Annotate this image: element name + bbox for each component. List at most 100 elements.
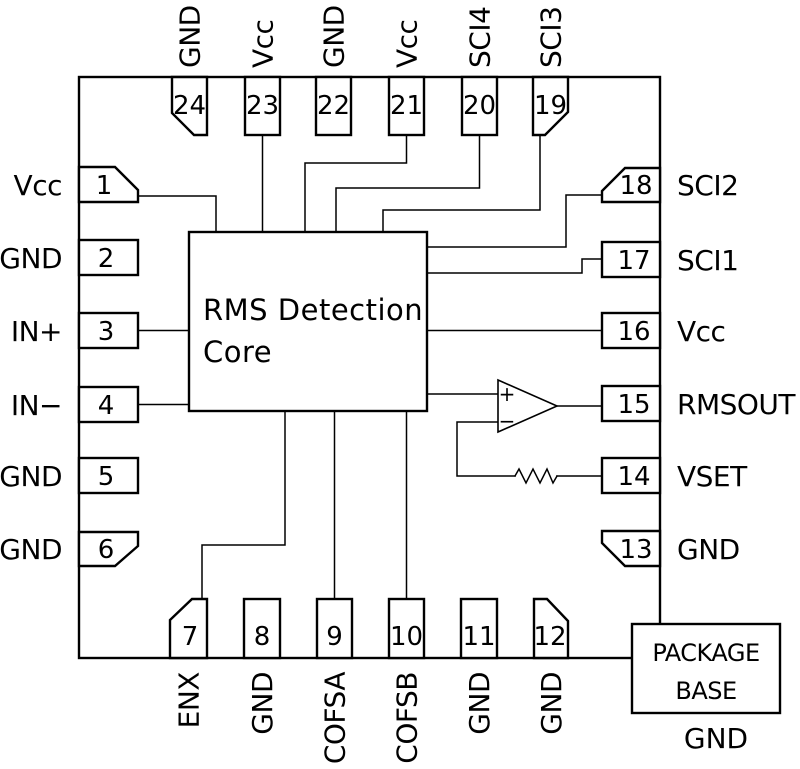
trace-pin21 (304, 134, 408, 233)
trace-feedback (456, 421, 516, 477)
pin-23-shape (243, 75, 282, 137)
pin-1: 1 Vcc (14, 165, 140, 204)
pin-16-number: 16 (617, 317, 650, 347)
opamp-plus-sign: + (499, 382, 516, 406)
pin-18-shape (600, 166, 662, 204)
pin-7-label: ENX (173, 672, 206, 729)
pin-4-label: IN− (11, 389, 62, 422)
package-base-ground-label: GND (684, 722, 748, 755)
pin-9-number: 9 (326, 622, 343, 652)
trace-pin19 (382, 134, 541, 233)
pin-24-shape (170, 75, 209, 137)
core-title-line1: RMS Detection (203, 293, 423, 327)
pin-12-label: GND (535, 672, 568, 735)
pin-21-shape (387, 75, 426, 137)
pin-18: 18 SCI2 (600, 166, 739, 204)
pin-14-label: VSET (677, 460, 748, 493)
pin-14: 14 VSET (600, 456, 749, 495)
pin-16-shape (600, 311, 662, 350)
pin-24: 24 GND (170, 5, 209, 137)
resistor-icon (513, 467, 559, 485)
pin-18-number: 18 (619, 171, 652, 201)
pin-11-number: 11 (462, 622, 495, 652)
package-base-line1: PACKAGE (652, 639, 759, 667)
pin-7: 7 ENX (168, 597, 209, 729)
pin-18-label: SCI2 (677, 169, 738, 202)
pin-10: 10 COFSB (387, 597, 426, 764)
pin-23-label: Vcc (247, 20, 280, 68)
pin-9-shape (315, 597, 354, 660)
pin-16-label: Vcc (677, 315, 725, 348)
pin-13: 13 GND (600, 529, 740, 568)
pin-7-number: 7 (182, 622, 199, 652)
pin-5-label: GND (0, 460, 62, 493)
pin-6-label: GND (0, 533, 62, 566)
pin-15-shape (600, 384, 662, 423)
pin-6-shape (77, 530, 140, 568)
pin-13-shape (600, 529, 662, 568)
pin-17-label: SCI1 (677, 244, 738, 277)
pin-16: 16 Vcc (600, 311, 726, 350)
package-base-box (630, 622, 782, 715)
pin-11-shape (459, 597, 499, 660)
pin-20-number: 20 (463, 91, 496, 121)
pin-12-shape (532, 597, 570, 660)
pin-6-number: 6 (98, 535, 115, 565)
pin-19-shape (531, 75, 570, 137)
pin-8-number: 8 (254, 622, 271, 652)
pin-10-shape (387, 597, 426, 660)
pin-4: 4 IN− (11, 385, 140, 424)
pin-12-number: 12 (533, 622, 566, 652)
pin-2: 2 GND (0, 238, 140, 277)
core-block: RMS Detection Core (187, 230, 429, 413)
pin-13-number: 13 (619, 535, 652, 565)
pin-2-number: 2 (98, 244, 115, 274)
pin-3-label: IN+ (11, 315, 62, 348)
pin-24-label: GND (174, 5, 207, 68)
pin-9-label: COFSA (319, 672, 352, 764)
pin-13-label: GND (677, 533, 740, 566)
pin-21: 21 Vcc (387, 20, 426, 137)
trace-pin1 (137, 195, 217, 233)
pin-19-label: SCI3 (535, 7, 568, 68)
chip-outline (77, 75, 662, 660)
package-base-block: PACKAGE BASE GND (630, 622, 782, 755)
pin-21-number: 21 (390, 91, 423, 121)
pin-1-label: Vcc (14, 169, 62, 202)
pin-19: 19 SCI3 (531, 7, 570, 137)
pin-8-shape (242, 597, 282, 660)
traces (137, 134, 603, 600)
opamp-icon: + − (497, 378, 559, 434)
pin-4-number: 4 (98, 391, 115, 421)
pin-22-label: GND (318, 5, 351, 68)
pin-20-label: SCI4 (464, 7, 497, 68)
core-title-line2: Core (203, 335, 272, 369)
opamp-triangle (497, 378, 559, 434)
pin-14-number: 14 (617, 462, 650, 492)
pin-6: 6 GND (0, 530, 140, 568)
pin-10-number: 10 (390, 622, 423, 652)
pin-24-number: 24 (173, 91, 206, 121)
pin-23: 23 Vcc (243, 20, 282, 137)
pin-21-label: Vcc (391, 20, 424, 68)
pin-20: 20 SCI4 (460, 7, 499, 137)
pin-11: 11 GND (459, 597, 499, 735)
pin-23-number: 23 (246, 91, 279, 121)
pin-5: 5 GND (0, 456, 140, 495)
pin-4-shape (77, 385, 140, 424)
pin-17-number: 17 (617, 246, 650, 276)
trace-pin18 (426, 194, 603, 248)
pin-1-number: 1 (96, 171, 113, 201)
trace-pin7 (201, 410, 286, 600)
pin-20-shape (460, 75, 499, 137)
pin-5-number: 5 (98, 462, 115, 492)
pin-10-label: COFSB (391, 672, 424, 764)
pin-12: 12 GND (532, 597, 570, 735)
pin-22: 22 GND (314, 5, 353, 137)
pin-15-label: RMSOUT (677, 388, 796, 421)
pin-11-label: GND (463, 672, 496, 735)
core-box (187, 230, 429, 413)
pin-15-number: 15 (617, 390, 650, 420)
